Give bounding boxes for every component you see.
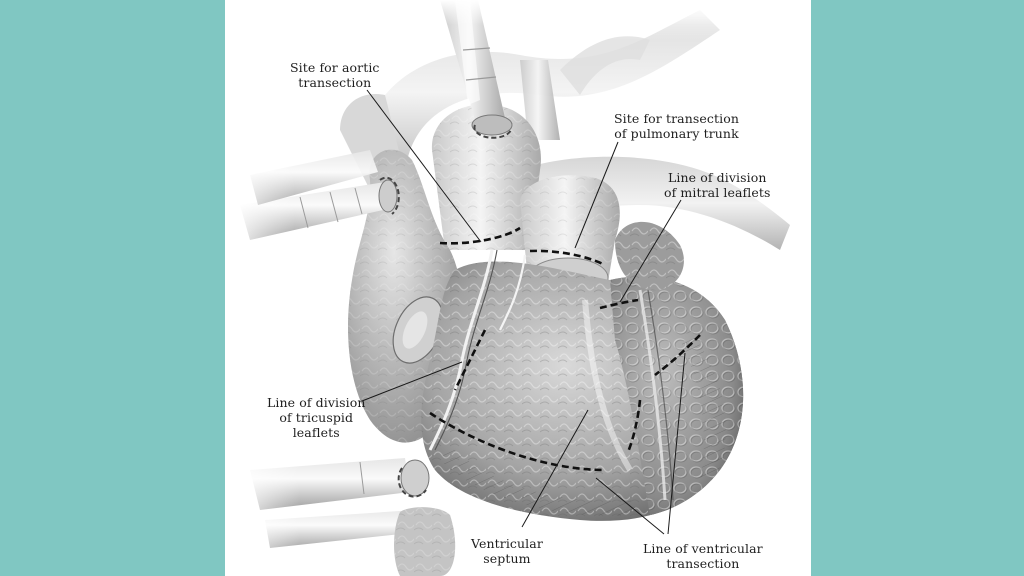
label-aortic-transection: Site for aortic transection — [290, 60, 380, 90]
left-background-band — [0, 0, 225, 576]
ventricles — [421, 221, 744, 521]
ivc-cannula — [225, 450, 456, 576]
dissection-lines — [429, 226, 701, 472]
label-pulmonary-transection: Site for transection of pulmonary trunk — [614, 111, 739, 141]
right-background-band — [811, 0, 1024, 576]
aortic-cannula — [225, 0, 811, 139]
label-line: Ventricular — [471, 536, 543, 551]
septal-division-line — [626, 399, 642, 453]
svc-cannula — [225, 140, 400, 250]
illustration-panel: Site for aortic transection Site for tra… — [225, 0, 811, 576]
mitral-division-line — [599, 298, 639, 310]
label-line: of tricuspid — [279, 410, 354, 425]
label-line: transection — [666, 556, 740, 571]
lv-division-line — [654, 334, 701, 377]
label-line: septum — [483, 551, 531, 566]
aortic-transection-line — [439, 226, 521, 245]
label-tricuspid-division: Line of division of tricuspid leaflets — [267, 395, 366, 440]
label-line: of mitral leaflets — [664, 185, 771, 200]
label-line: Line of ventricular — [643, 541, 763, 556]
label-ventricular-septum: Ventricular septum — [471, 536, 543, 566]
tricuspid-division-line — [453, 329, 487, 391]
label-line: Line of division — [267, 395, 366, 410]
label-line: of pulmonary trunk — [614, 126, 739, 141]
pulmonary-transection-line — [529, 249, 606, 267]
label-line: Line of division — [668, 170, 767, 185]
label-ventricular-transection: Line of ventricular transection — [643, 541, 763, 571]
label-line: leaflets — [292, 425, 340, 440]
label-line: Site for aortic — [290, 60, 380, 75]
leader-lines — [361, 89, 686, 535]
label-line: Site for transection — [614, 111, 739, 126]
label-line: transection — [298, 75, 372, 90]
label-mitral-division: Line of division of mitral leaflets — [664, 170, 771, 200]
heart-illustration — [225, 0, 811, 576]
